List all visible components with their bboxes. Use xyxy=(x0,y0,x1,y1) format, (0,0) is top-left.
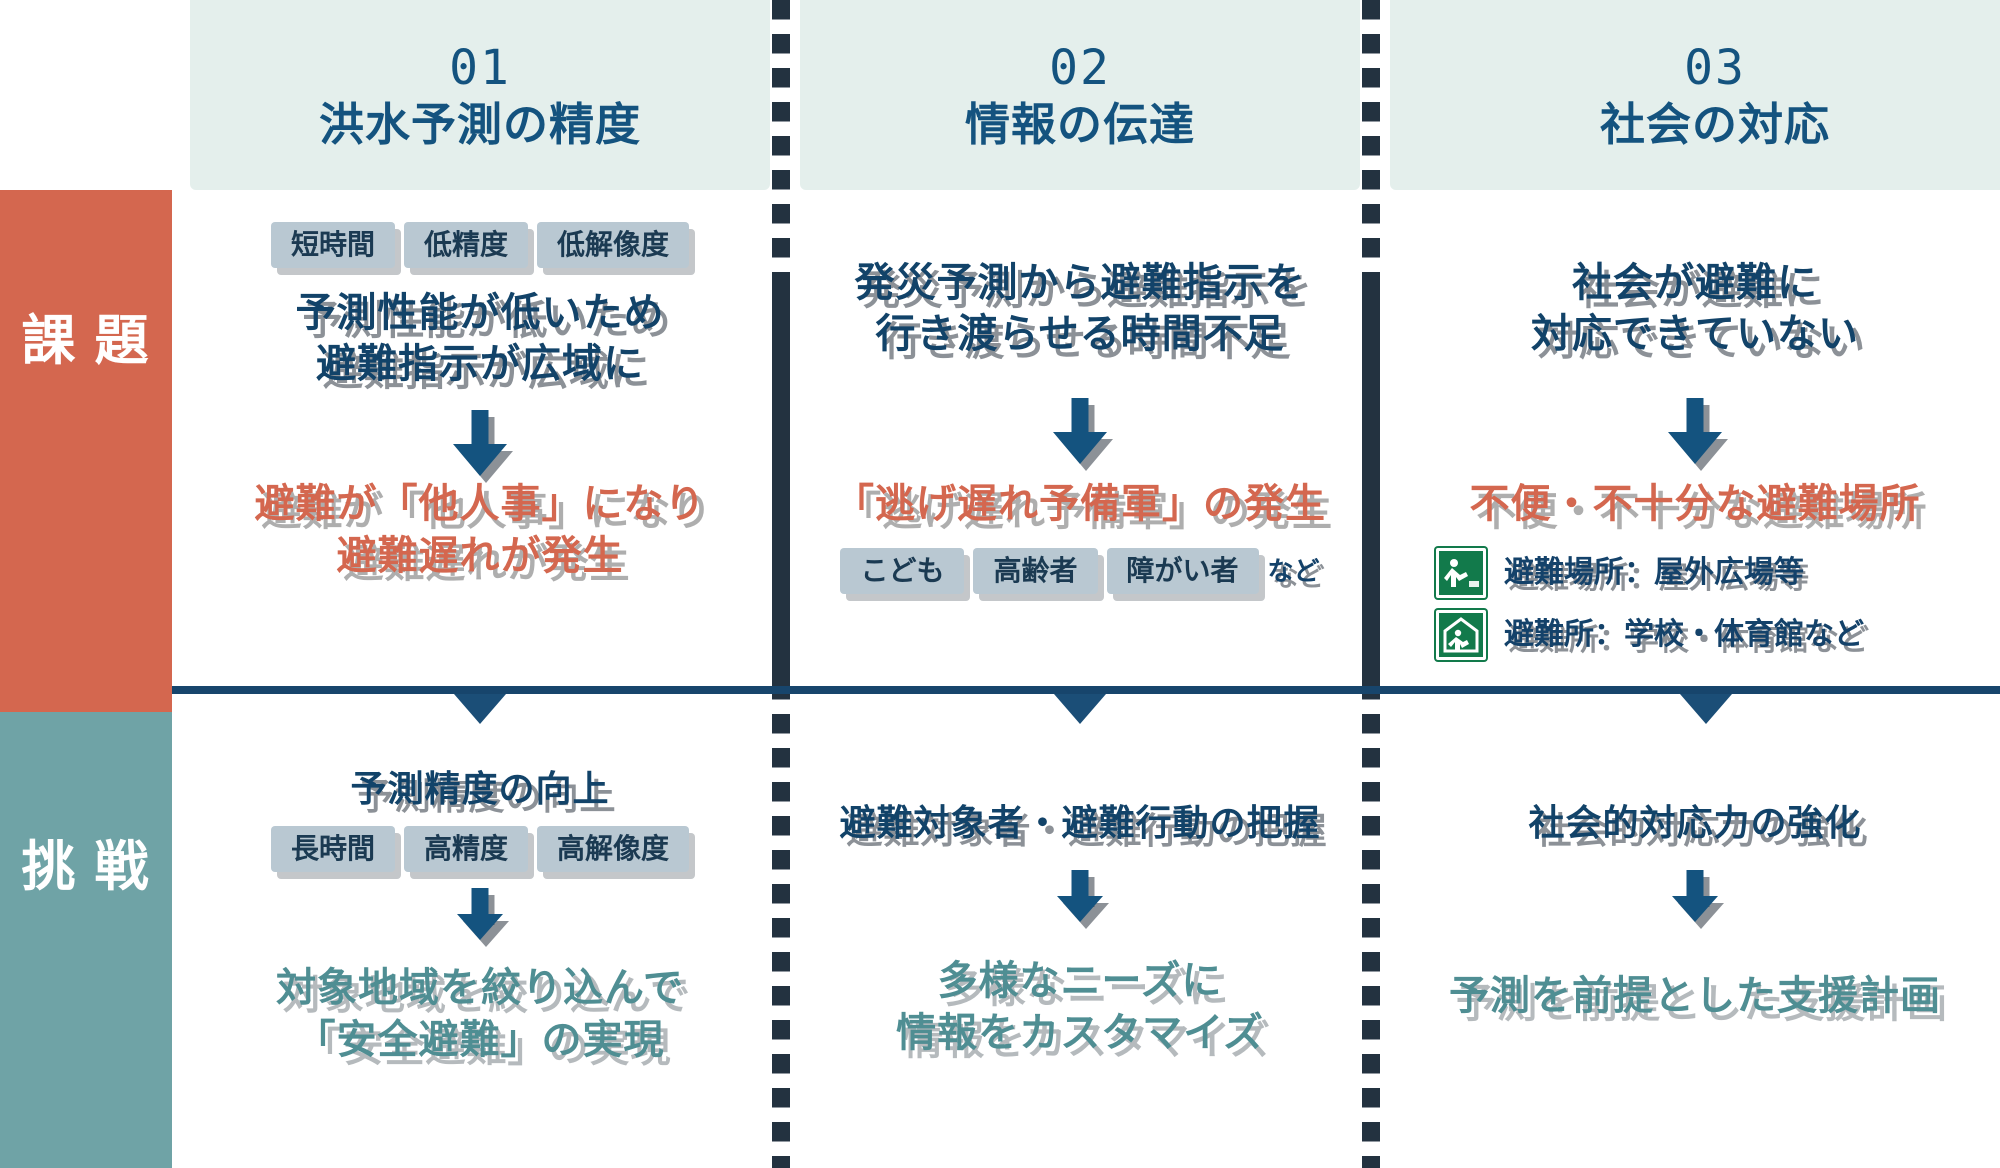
row-label-challenge-text: 挑 戦 xyxy=(21,837,151,897)
column-02-challenge-headline: 避難対象者・避難行動の把握 xyxy=(839,802,1321,843)
column-02-issue-arrow xyxy=(800,398,1360,464)
tag-item: 高精度 xyxy=(403,826,528,872)
evacuation-shelter-icon xyxy=(1436,610,1486,660)
tag-item: 短時間 xyxy=(270,222,395,268)
tag-item: 長時間 xyxy=(270,826,395,872)
column-02: 02 情報の伝達 発災予測から避難指示を 行き渡らせる時間不足 「逃げ遅れ予備軍… xyxy=(800,0,1360,1168)
column-03-header: 03 社会の対応 xyxy=(1390,0,2000,190)
column-02-issue-tags: こども 高齢者 障がい者 など xyxy=(800,548,1360,594)
column-01-issue-arrow xyxy=(190,410,770,476)
column-03-issue-icon-list: 避難場所：屋外広場等 避難所：学校・体育館など xyxy=(1436,548,1864,660)
column-03-challenge-headline: 社会的対応力の強化 xyxy=(1528,802,1862,843)
tag-item-etc: など xyxy=(1267,556,1320,586)
list-item: 避難所：学校・体育館など xyxy=(1436,610,1864,660)
list-item: 避難場所：屋外広場等 xyxy=(1436,548,1864,598)
column-02-challenge-arrow xyxy=(800,870,1360,922)
column-01-issue-cause: 予測性能が低いため 避難指示が広域に xyxy=(295,291,665,387)
column-03-challenge-arrow xyxy=(1390,870,2000,922)
column-01-challenge-tags: 長時間 高精度 高解像度 xyxy=(190,826,770,872)
cross-arrow-col1 xyxy=(454,694,506,724)
column-01-title: 洪水予測の精度 xyxy=(318,98,641,150)
row-label-issue-text: 課 題 xyxy=(21,311,151,371)
column-01-number: 01 xyxy=(449,39,511,96)
column-01-challenge-headline: 予測精度の向上 xyxy=(350,768,610,809)
row-label-issue: 課 題 xyxy=(0,190,172,764)
column-01-challenge-result: 対象地域を絞り込んで 「安全避難」の実現 xyxy=(276,966,684,1062)
evacuation-shelter-label: 避難所：学校・体育館など xyxy=(1504,618,1864,651)
column-02-header: 02 情報の伝達 xyxy=(800,0,1360,190)
column-03: 03 社会の対応 社会が避難に 対応できていない 不便・不十分な避難場所 避難場… xyxy=(1390,0,2000,1168)
tag-item: 高解像度 xyxy=(537,826,690,872)
column-03-challenge-result: 予測を前提とした支援計画 xyxy=(1449,974,1941,1018)
column-separator-solid-1 xyxy=(772,288,790,686)
column-01-challenge-arrow xyxy=(190,888,770,940)
column-01-header: 01 洪水予測の精度 xyxy=(190,0,770,190)
column-03-issue-cause: 社会が避難に 対応できていない xyxy=(1531,261,1859,357)
column-02-issue-result: 「逃げ遅れ予備軍」の発生 xyxy=(834,482,1326,526)
column-02-number: 02 xyxy=(1049,39,1111,96)
column-02-title: 情報の伝達 xyxy=(964,98,1195,150)
column-02-challenge-result: 多様なニーズに 情報をカスタマイズ xyxy=(896,959,1264,1055)
column-01-issue-tags: 短時間 低精度 低解像度 xyxy=(190,222,770,268)
evacuation-site-icon xyxy=(1436,548,1486,598)
column-03-issue-result: 不便・不十分な避難場所 xyxy=(1469,482,1921,526)
column-03-issue-arrow xyxy=(1390,398,2000,464)
evacuation-site-label: 避難場所：屋外広場等 xyxy=(1504,556,1804,589)
tag-item: 低精度 xyxy=(403,222,528,268)
tag-item: 高齢者 xyxy=(973,548,1098,594)
row-label-challenge: 挑 戦 xyxy=(0,712,172,1168)
column-01: 01 洪水予測の精度 短時間 低精度 低解像度 予測性能が低いため 避難指示が広… xyxy=(190,0,770,1168)
tag-item: 障がい者 xyxy=(1106,548,1259,594)
column-separator-solid-2 xyxy=(1362,288,1380,686)
tag-item: 低解像度 xyxy=(537,222,690,268)
column-03-title: 社会の対応 xyxy=(1599,98,1830,150)
column-03-number: 03 xyxy=(1684,39,1746,96)
issue-challenge-divider xyxy=(172,686,2000,694)
cross-arrow-col3 xyxy=(1680,694,1732,724)
cross-arrow-col2 xyxy=(1054,694,1106,724)
column-01-issue-result: 避難が「他人事」になり 避難遅れが発生 xyxy=(254,482,706,578)
column-02-issue-cause: 発災予測から避難指示を 行き渡らせる時間不足 xyxy=(854,261,1306,357)
tag-item: こども xyxy=(840,548,965,594)
